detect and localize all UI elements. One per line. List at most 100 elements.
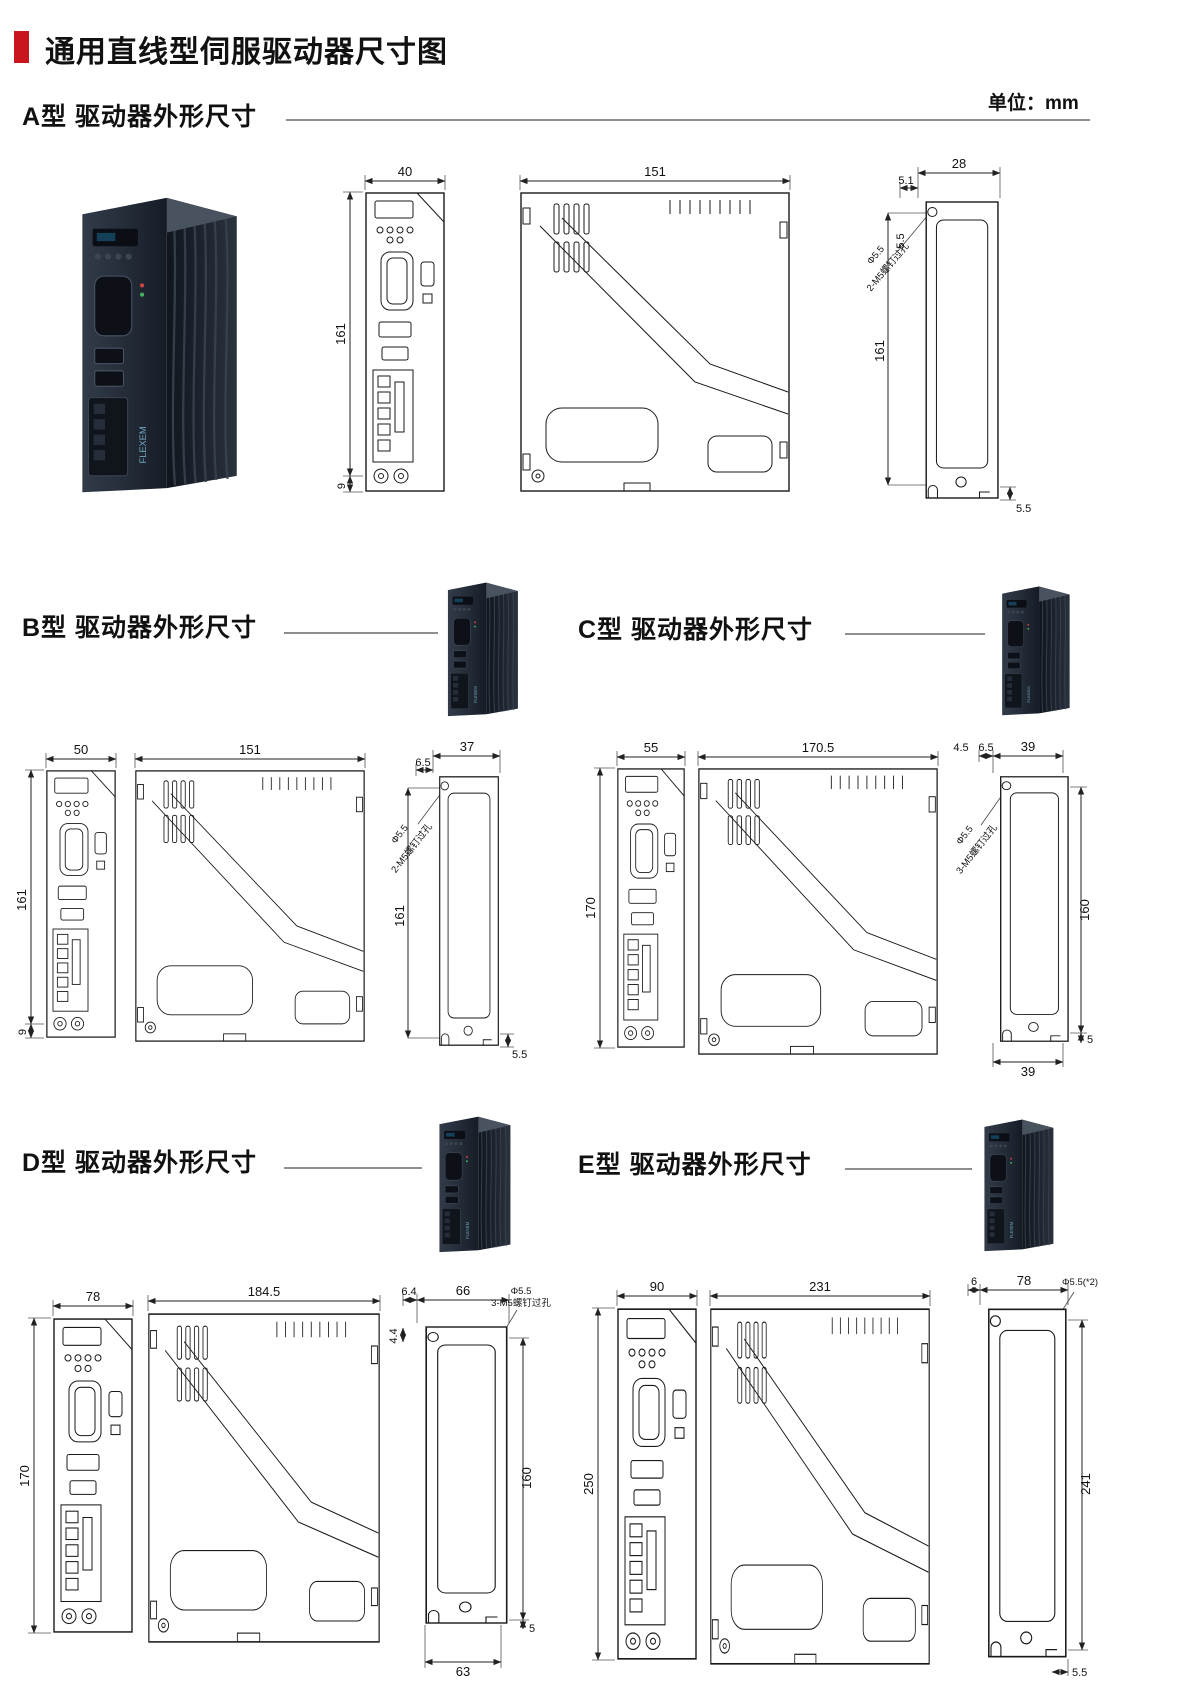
b-back-bottom-dim: 5.5 (512, 1049, 527, 1061)
d-side-view: 184.5 (147, 1284, 381, 1643)
b-back-width-dim: 37 (460, 739, 474, 754)
b-back-edge-dim: 6.5 (415, 757, 430, 769)
unit-label: 单位：mm (988, 93, 1079, 114)
b-side-dimension-lines (134, 753, 366, 768)
d-front-width-dim: 78 (86, 1289, 100, 1304)
e-back-hole-note: Φ5.5(*2) (1062, 1277, 1098, 1288)
e-front-height-dim: 250 (581, 1473, 596, 1495)
a-back-view: 28 5.1 Φ5.5 2-M5螺钉过孔 5.5 161 5.5 (864, 156, 1031, 515)
b-product-photo-svg (438, 578, 526, 718)
a-side-view: 151 (519, 164, 791, 492)
d-front-view: 78 170 (17, 1289, 134, 1634)
e-front-width-dim: 90 (650, 1279, 664, 1294)
b-back-view: 37 6.5 Φ5.5 2-M5螺钉过孔 161 5.5 (389, 739, 528, 1061)
e-back-bottom-dim: 5.5 (1072, 1667, 1087, 1679)
e-front-dimension-lines (592, 1290, 698, 1661)
page-title: 通用直线型伺服驱动器尺寸图 (45, 36, 448, 69)
e-product-photo (973, 1115, 1063, 1253)
c-back-bottom-dim: 5 (1087, 1034, 1093, 1046)
d-back-bottom-dim: 5 (529, 1623, 535, 1635)
e-back-view: 6 78 Φ5.5(*2) 241 5.5 (967, 1273, 1098, 1679)
b-front-width-dim: 50 (74, 742, 88, 757)
c-back-top-dim: 4.5 (953, 742, 968, 754)
c-side-dimension-lines (697, 751, 939, 766)
e-back-height-dim: 241 (1078, 1473, 1093, 1495)
c-back-hole-note: 3-M5螺钉过孔 (954, 822, 1000, 877)
d-back-top-dim: 4.4 (388, 1328, 400, 1343)
e-side-dimension-lines (709, 1290, 931, 1306)
b-front-dimension-lines (25, 753, 117, 1039)
c-back-bottom-width-dim: 39 (1021, 1064, 1035, 1079)
a-front-bottom-dim: 9 (336, 483, 348, 489)
a-side-depth-dim: 151 (644, 164, 666, 179)
c-front-view: 55 170 (583, 740, 686, 1049)
a-back-dimension-lines (884, 167, 1016, 501)
heading-rule-c (845, 633, 985, 635)
heading-rule-d (284, 1167, 422, 1169)
c-back-hole-dia: Φ5.5 (954, 824, 975, 847)
a-front-height-dim: 161 (333, 323, 348, 345)
d-back-hole-note: 3-M5螺钉过孔 (491, 1297, 551, 1309)
b-side-view: 151 (134, 742, 366, 1042)
c-back-height-dim: 160 (1077, 899, 1092, 921)
heading-rule-b (284, 632, 438, 634)
b-product-photo (438, 578, 526, 718)
c-front-width-dim: 55 (644, 740, 658, 755)
d-side-depth-dim: 184.5 (248, 1284, 281, 1299)
d-back-height-dim: 160 (519, 1467, 534, 1489)
c-back-edge-dim: 6.5 (978, 742, 993, 754)
b-back-dimension-lines (404, 750, 514, 1048)
d-product-photo-svg (424, 1112, 524, 1254)
d-back-hole-dia: Φ5.5 (511, 1286, 532, 1297)
a-back-hole-top-dim: 5.5 (895, 233, 907, 248)
section-b-heading: B型 驱动器外形尺寸 (22, 614, 258, 642)
e-side-view: 231 (709, 1279, 931, 1665)
d-back-dimension-lines (399, 1294, 529, 1668)
a-back-edge-dim: 5.1 (898, 175, 913, 187)
e-product-photo-svg (973, 1115, 1063, 1253)
d-back-edge-dim: 6.4 (401, 1286, 416, 1298)
e-back-edge-dim: 6 (971, 1276, 977, 1288)
a-product-photo (70, 183, 245, 501)
d-back-view: 6.4 66 4.4 Φ5.5 3-M5螺钉过孔 160 5 63 (388, 1283, 551, 1679)
e-front-view: 90 250 (581, 1279, 698, 1661)
heading-rule-e (845, 1168, 972, 1170)
c-back-width-dim: 39 (1021, 739, 1035, 754)
d-front-height-dim: 170 (17, 1465, 32, 1487)
c-back-view: 4.5 6.5 39 Φ5.5 3-M5螺钉过孔 160 5 39 (953, 739, 1093, 1079)
c-side-depth-dim: 170.5 (802, 740, 835, 755)
a-back-bottom-dim: 5.5 (1016, 503, 1031, 515)
a-front-view: 40 161 9 (333, 164, 446, 493)
d-front-dimension-lines (28, 1300, 134, 1634)
b-back-height-dim: 161 (392, 905, 407, 927)
c-back-dimension-lines (978, 750, 1087, 1067)
section-c-heading: C型 驱动器外形尺寸 (578, 616, 814, 644)
c-product-photo (985, 582, 1085, 717)
b-back-hole-note: 2-M5螺钉过孔 (389, 821, 435, 876)
d-back-width-dim: 66 (456, 1283, 470, 1298)
c-front-dimension-lines (594, 751, 686, 1049)
title-accent-bar (14, 31, 29, 63)
b-front-view: 50 161 9 (14, 742, 117, 1039)
c-front-height-dim: 170 (583, 897, 598, 919)
a-front-width-dim: 40 (398, 164, 412, 179)
e-side-depth-dim: 231 (809, 1279, 831, 1294)
c-product-photo-svg (985, 582, 1085, 717)
e-back-width-dim: 78 (1017, 1273, 1031, 1288)
section-a-heading: A型 驱动器外形尺寸 (22, 103, 258, 131)
heading-rule-a (286, 119, 1090, 121)
b-side-depth-dim: 151 (239, 742, 261, 757)
a-back-width-dim: 28 (952, 156, 966, 171)
section-e-heading: E型 驱动器外形尺寸 (578, 1151, 812, 1179)
b-front-bottom-dim: 9 (17, 1029, 29, 1035)
e-back-dimension-lines (967, 1284, 1088, 1676)
d-product-photo (424, 1112, 524, 1254)
a-side-dimension-lines (519, 175, 791, 190)
c-side-view: 170.5 (697, 740, 939, 1055)
a-product-photo-svg (70, 183, 245, 501)
d-back-bottom-width-dim: 63 (456, 1664, 470, 1679)
b-front-height-dim: 161 (14, 889, 29, 911)
d-side-dimension-lines (147, 1295, 381, 1311)
a-front-dimension-lines (343, 175, 446, 493)
